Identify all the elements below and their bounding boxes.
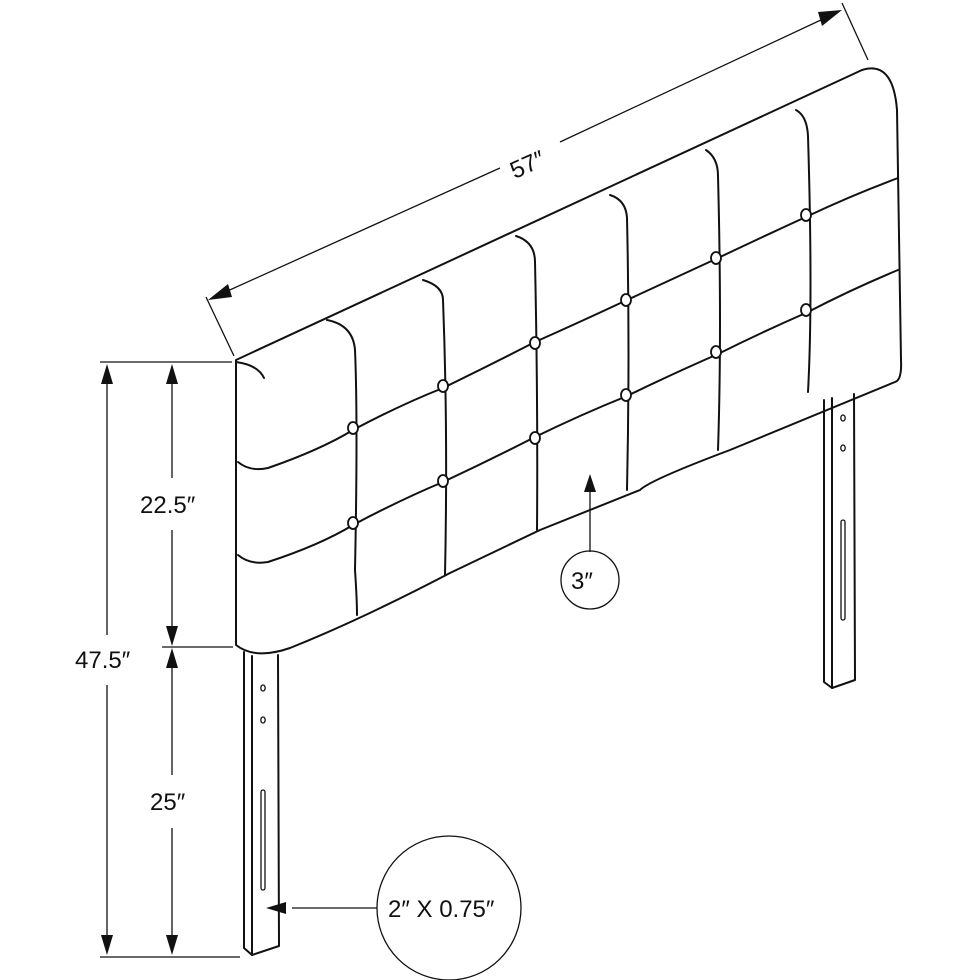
leg-section-label: 2″ X 0.75″: [388, 896, 495, 923]
left-leg: [243, 651, 280, 956]
headboard-panel: [235, 67, 903, 655]
depth-label: 3″: [571, 568, 593, 595]
panel-height-label: 22.5″: [140, 492, 196, 519]
height-dimensions: [100, 361, 240, 958]
overall-height-label: 47.5″: [75, 647, 131, 674]
tufting-buttons: [347, 208, 812, 530]
width-label: 57″: [506, 145, 550, 184]
depth-callout: [560, 474, 620, 610]
leg-section-callout: [266, 835, 522, 980]
leg-height-label: 25″: [150, 789, 186, 816]
right-leg: [823, 393, 856, 689]
width-dimension: [205, 2, 869, 357]
